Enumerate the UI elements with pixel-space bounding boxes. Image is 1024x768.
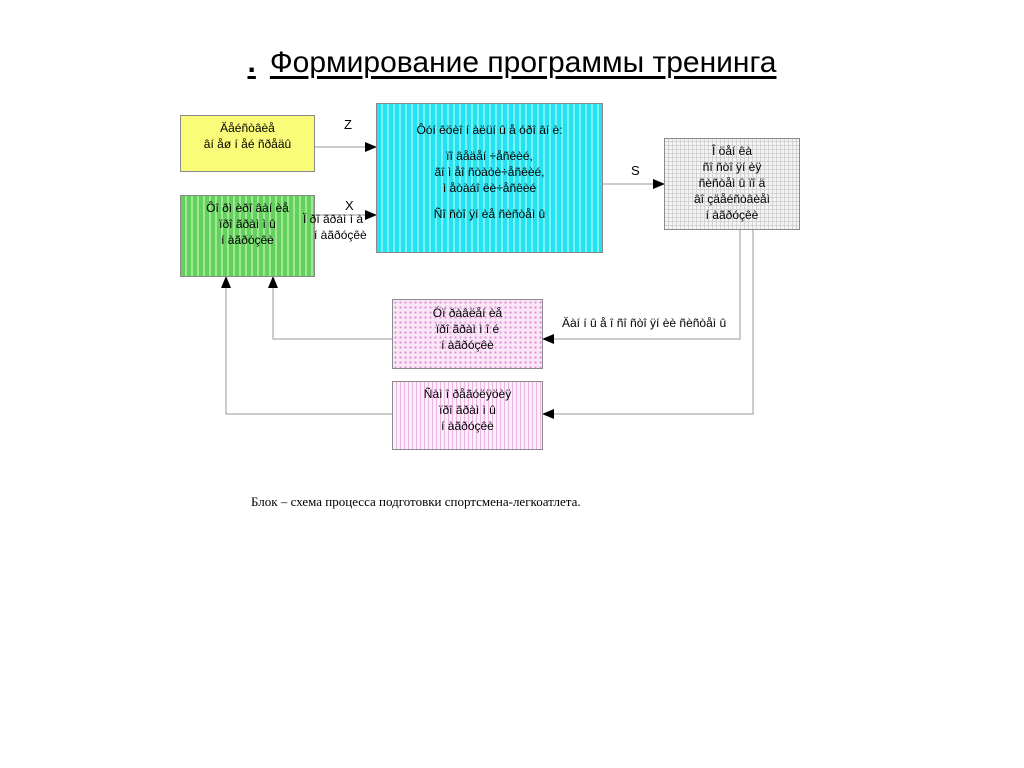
box-line: Ñî ñòî ÿí èå ñèñòåì û <box>433 207 546 221</box>
box-line: Ôî ðì èðî âàí èå <box>206 201 289 215</box>
box-line: í àãðóçêè <box>221 233 274 247</box>
box-spacer <box>377 196 602 206</box>
box-line: í àãðóçêè <box>705 208 759 222</box>
box-line: ñî ñòî ÿí èÿ <box>702 160 762 174</box>
box-line: âî çäåéñòâèåì <box>693 192 771 206</box>
diagram-caption: Блок – схема процесса подготовки спортсм… <box>251 494 581 509</box>
label-state-data: Äàí í û å î ñî ñòî ÿí èè ñèñòåì û <box>562 316 727 330</box>
box-program-formation: Ôî ðì èðî âàí èå ïðî ãðàì ì û í àãðóçêè <box>180 195 315 277</box>
box-self-regulation: Ñàì î ðåãóëÿöèÿ ïðî ãðàì ì û í àãðóçêè <box>392 381 543 450</box>
box-line: ïî âåäåí ÷åñêèé, <box>446 149 533 163</box>
box-load-control: Óï ðàâëåí èå ïðî ãðàì ì î é í àãðóçêè <box>392 299 543 369</box>
box-line: ãî ì åî ñòàòè÷åñêèé, <box>434 165 545 179</box>
box-line: í àãðóçêè <box>441 419 494 433</box>
box-line: ì åòàáî ëè÷åñêèé <box>442 181 537 195</box>
box-line: Ñàì î ðåãóëÿöèÿ <box>423 387 512 401</box>
label-program-load-1: Ï ðî ãðàì ì à <box>303 212 364 226</box>
box-line: Ôóí êöèî í àëüí û å óðî âí è: <box>416 123 563 137</box>
label-s: S <box>631 163 640 178</box>
box-state-assessment: Î öåí êà ñî ñòî ÿí èÿ ñèñòåì û ïî ä âî ç… <box>664 138 800 230</box>
arrow-feedback-to-control <box>542 230 741 344</box>
box-line: í àãðóçêè <box>441 338 494 352</box>
label-x: X <box>345 198 354 213</box>
box-line: Î öåí êà <box>711 144 753 158</box>
box-line: ñèñòåì û ïî ä <box>698 176 766 190</box>
box-line: Óï ðàâëåí èå <box>432 306 503 320</box>
box-line: ïðî ãðàì ì û <box>219 217 276 231</box>
box-spacer <box>377 138 602 148</box>
arrow-control-to-program <box>268 276 392 340</box>
label-z: Z <box>344 117 352 132</box>
box-external-influence: Äåéñòâèå âí åø í åé ñðåäû <box>180 115 315 172</box>
slide-title: . Формирование программы тренинга <box>0 46 1024 80</box>
arrow-feedback-to-selfreg <box>542 230 754 419</box>
box-functional-levels: Ôóí êöèî í àëüí û å óðî âí è: ïî âåäåí ÷… <box>376 103 603 253</box>
box-line: Äåéñòâèå <box>220 121 275 135</box>
title-bullet: . <box>247 46 256 79</box>
box-line: âí åø í åé ñðåäû <box>203 137 292 151</box>
label-program-load-2: í àãðóçêè <box>314 228 367 242</box>
box-line: ïðî ãðàì ì û <box>439 403 496 417</box>
title-text: Формирование программы тренинга <box>269 46 777 79</box>
arrow-selfreg-to-program <box>221 276 392 415</box>
box-line: ïðî ãðàì ì î é <box>435 322 500 336</box>
